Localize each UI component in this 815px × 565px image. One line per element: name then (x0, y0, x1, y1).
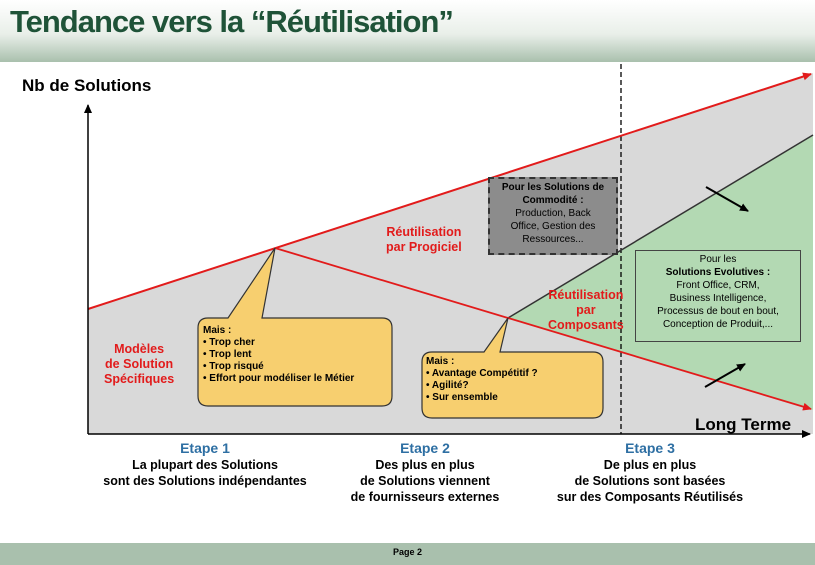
stage-3: Etape 3 De plus en plus de Solutions son… (530, 440, 770, 505)
package-reuse-label: Réutilisation par Progiciel (386, 225, 462, 254)
footer-band: Page 2 (0, 543, 815, 565)
stage-3-title: Etape 3 (625, 440, 675, 456)
page-title: Tendance vers la “Réutilisation” (10, 4, 454, 39)
callout-second-text: Mais : • Avantage Compétitif ? • Agilité… (426, 356, 538, 403)
specific-solutions-trend (274, 247, 812, 411)
trend-arrow-down (705, 186, 749, 212)
callout-second-shape (421, 317, 604, 419)
components-line (507, 134, 814, 319)
callout-first-text: Mais : • Trop cher • Trop lent • Trop ri… (203, 325, 355, 384)
callout-first-shape (197, 247, 393, 407)
stage-2: Etape 2 Des plus en plus de Solutions vi… (310, 440, 540, 505)
stage-1-title: Etape 1 (180, 440, 230, 456)
x-axis-label: Long Terme (695, 415, 792, 434)
components-reuse-label: Réutilisation par Composants (548, 288, 624, 332)
page-number: Page 2 (392, 547, 423, 557)
evolutive-solutions-box: Pour les Solutions Evolutives : Front Of… (635, 250, 801, 342)
specific-models-label: Modèles de Solution Spécifiques (104, 342, 175, 386)
stage-2-title: Etape 2 (400, 440, 450, 456)
trend-arrow-up (704, 363, 746, 388)
y-axis-label: Nb de Solutions (22, 76, 152, 95)
header-band: Tendance vers la “Réutilisation” (0, 0, 815, 62)
commodity-solutions-box: Pour les Solutions de Commodité : Produc… (488, 177, 618, 255)
total-solutions-trend (87, 72, 812, 310)
stage-1: Etape 1 La plupart des Solutions sont de… (60, 440, 350, 489)
